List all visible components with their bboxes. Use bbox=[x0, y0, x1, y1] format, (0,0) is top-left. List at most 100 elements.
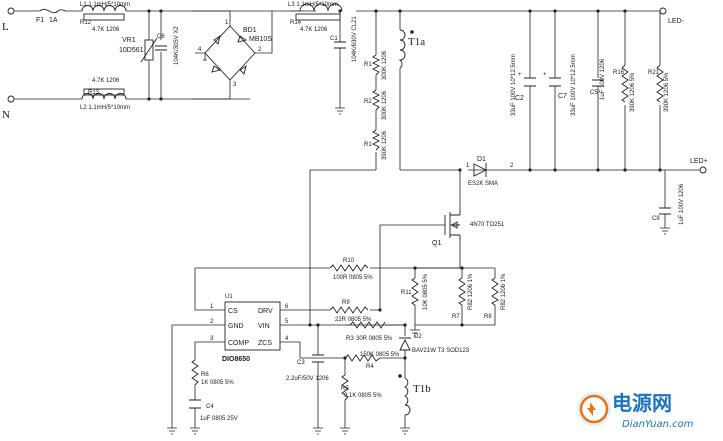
c6-value: 104K/305V X2 bbox=[174, 26, 180, 65]
inductor-l1: L1 1.1mH/5*10mm bbox=[80, 2, 130, 21]
d1-ref: D1 bbox=[477, 156, 486, 163]
terminal-led-plus: LED+ bbox=[690, 158, 708, 174]
diode-d2: D2 BAV21W T3 SOD123 bbox=[399, 334, 470, 354]
inductor-l3: L3 1.1mH/5*10mm bbox=[288, 2, 343, 21]
r7-value: R82 1206 1% bbox=[468, 273, 474, 310]
ic-pin-num-3: 3 bbox=[210, 336, 214, 342]
transformer-t1a: T1a bbox=[398, 29, 425, 69]
r11-value: 10K 0805 5% bbox=[423, 273, 429, 310]
ic-name: DIO8650 bbox=[222, 356, 250, 363]
c4-ref: C4 bbox=[206, 404, 214, 410]
ic-pin-num-1: 1 bbox=[210, 304, 214, 310]
ic-pin-num-2: 2 bbox=[210, 319, 214, 325]
r1b-ref: R1 bbox=[364, 142, 372, 148]
fuse-ref: F1 bbox=[36, 17, 44, 24]
ic-pin-drv: DRV bbox=[258, 308, 273, 315]
capacitor-c7: + C7 33uF 100V 10*12.5mm bbox=[543, 54, 577, 116]
c3-ref: C3 bbox=[297, 360, 305, 366]
watermark: 电源网 DianYuan.com bbox=[577, 391, 694, 430]
c4-value: 1uF 0805 25V bbox=[200, 416, 238, 422]
r12-value: 4.7K 1206 bbox=[92, 27, 120, 33]
fuse-f1: F1 1A bbox=[36, 8, 67, 24]
c7-ref: C7 bbox=[558, 93, 567, 100]
capacitor-c2: + C2 33uF 100V 10*12.5mm bbox=[511, 54, 536, 116]
resistor-r11: R11 10K 0805 5% bbox=[401, 273, 429, 310]
wiring bbox=[14, 10, 700, 435]
r1a-ref: R1 bbox=[364, 62, 372, 68]
terminal-n-label: N bbox=[2, 109, 10, 121]
c2-value: 33uF 100V 10*12.5mm bbox=[511, 54, 517, 116]
ic-pin-gnd: GND bbox=[228, 323, 244, 330]
bridge-ref: BD1 bbox=[243, 27, 257, 34]
ic-pin-vin: VIN bbox=[258, 323, 270, 330]
svg-text:+: + bbox=[543, 72, 547, 78]
t1b-label: T1b bbox=[413, 383, 431, 395]
d1-pin-2: 2 bbox=[510, 163, 514, 169]
r5-ref: R5 bbox=[341, 386, 349, 392]
r3-ref: R3 bbox=[346, 336, 354, 342]
r16-value: 390K 1206 5% bbox=[630, 72, 636, 112]
resistor-r21: R21 390K 1206 5% bbox=[648, 64, 670, 112]
watermark-brand: 电源网 bbox=[612, 391, 672, 415]
d2-value: BAV21W T3 SOD123 bbox=[412, 348, 470, 354]
terminal-led-minus-label: LED- bbox=[668, 18, 685, 25]
r2-ref: R2 bbox=[364, 99, 372, 105]
r21-value: 390K 1206 5% bbox=[664, 72, 670, 112]
resistor-r5: R5 9.1K 0805 5% bbox=[341, 374, 382, 401]
ic-pin-cs: CS bbox=[228, 308, 238, 315]
varistor-value: 10D561 bbox=[119, 47, 144, 54]
c8-ref: C8 bbox=[652, 216, 660, 222]
c2-ref: C2 bbox=[515, 95, 524, 102]
r1b-value: 390K 1206 bbox=[382, 130, 388, 160]
c5-value: 1uF 100V 1206 bbox=[600, 58, 606, 100]
c8-value: 1uF 100V 1206 bbox=[679, 183, 685, 225]
r16-ref: R16 bbox=[613, 70, 625, 76]
ic-pin-zcs: ZCS bbox=[258, 340, 272, 347]
ic-pin-num-4: 4 bbox=[285, 336, 289, 342]
resistor-r4: 150K 0805 5% R4 bbox=[344, 352, 400, 370]
c3-value: 2.2uF/50V 1206 bbox=[286, 376, 329, 382]
c7-value: 33uF 100V 10*12.5mm bbox=[571, 54, 577, 116]
bridge-pin-2: 2 bbox=[258, 47, 262, 53]
ic-pin-num-6: 6 bbox=[285, 304, 289, 310]
inductor-l2: L2 1.1mH/5*10mm bbox=[80, 88, 130, 111]
junction-dots bbox=[147, 9, 662, 360]
bridge-value: MB10S bbox=[249, 36, 272, 43]
d1-pin-1: 1 bbox=[466, 163, 470, 169]
c1-ref: C1 bbox=[330, 36, 338, 42]
ic-ref: U1 bbox=[225, 294, 233, 300]
capacitor-c3: C3 2.2uF/50V 1206 bbox=[286, 354, 329, 382]
r10-ref: R10 bbox=[343, 258, 355, 264]
inductor-l2-label: L2 1.1mH/5*10mm bbox=[80, 105, 130, 111]
capacitor-c4: C4 1uF 0805 25V bbox=[189, 399, 238, 422]
r8-value: R82 1206 1% bbox=[501, 273, 507, 310]
c6-ref: C6 bbox=[157, 34, 165, 40]
bridge-pin-1: 1 bbox=[225, 20, 229, 26]
r12-ref: R12 bbox=[80, 20, 92, 26]
r14-value: 4.7K 1206 bbox=[300, 27, 328, 33]
resistor-r6: R6 1K 0805 5% bbox=[191, 359, 234, 386]
c1-value: 104K/630V CL21 bbox=[352, 16, 358, 62]
r9-value: 22R 0805 5% bbox=[335, 317, 372, 323]
capacitor-c5: C5 1uF 100V 1206 bbox=[590, 58, 606, 100]
ic-pin-comp: COMP bbox=[228, 340, 249, 347]
diode-d1: D1 ES2K SMA 1 2 bbox=[466, 156, 514, 187]
resistor-r7: R7 R82 1206 1% bbox=[452, 273, 474, 320]
ic-pin-num-5: 5 bbox=[285, 319, 289, 325]
bridge-pin-3: 3 bbox=[233, 82, 237, 88]
r1a-value: 300K 1206 bbox=[382, 50, 388, 80]
resistor-r3: R3 30R 0805 5% bbox=[346, 321, 393, 342]
mosfet-q1: Q1 4N70 TO251 bbox=[432, 210, 505, 247]
r6-ref: R6 bbox=[201, 372, 209, 378]
transformer-t1b: T1b bbox=[398, 374, 431, 416]
r11-ref: R11 bbox=[401, 290, 412, 296]
mosfet-ref: Q1 bbox=[432, 240, 441, 247]
r2-value: 300K 1206 bbox=[382, 90, 388, 120]
d2-ref: D2 bbox=[414, 334, 422, 340]
capacitor-c8: C8 1uF 100V 1206 bbox=[652, 183, 685, 225]
r14-ref: R14 bbox=[290, 20, 302, 26]
r4-value: 150K 0805 5% bbox=[360, 352, 400, 358]
r21-ref: R21 bbox=[648, 70, 660, 76]
bridge-pin-4: 4 bbox=[198, 47, 202, 53]
